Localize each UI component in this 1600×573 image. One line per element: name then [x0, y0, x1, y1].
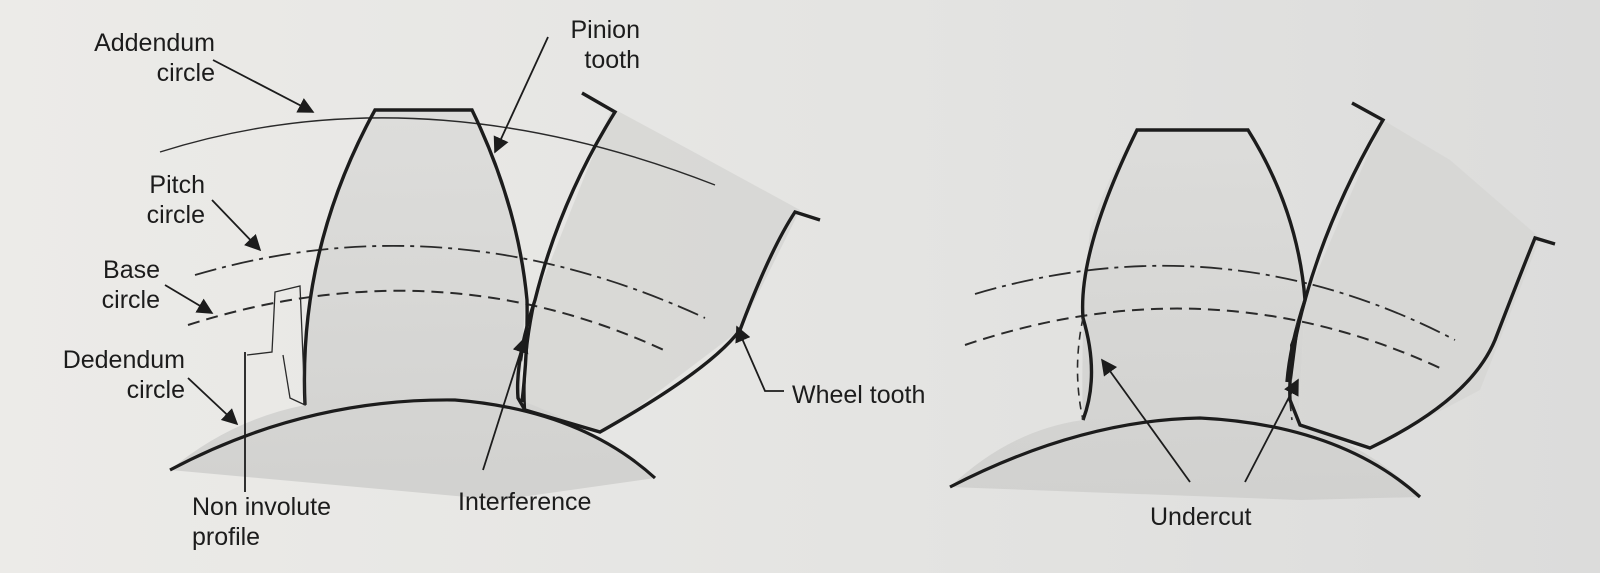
- non-involute-profile-label: Non involute: [192, 493, 331, 521]
- base-circle-label: Base: [103, 256, 160, 284]
- non-involute-profile-label-2: profile: [192, 523, 261, 551]
- pitch-leader: [211, 199, 262, 252]
- pitch-circle-label: Pitch: [149, 171, 205, 199]
- undercut-pitch-circle: [974, 264, 1456, 341]
- interference-leader: [482, 336, 529, 471]
- undercut-figure: [949, 101, 1556, 500]
- undercut-base-circle: [964, 307, 1441, 369]
- dedendum-circle-label: Dedendum: [62, 346, 185, 374]
- dedendum-circle: [169, 398, 657, 480]
- undercut-leader-left: [1101, 358, 1191, 483]
- base-circle-label-2: circle: [101, 286, 160, 314]
- addendum-circle-label: Addendum: [94, 29, 215, 57]
- base-circle: [187, 289, 669, 353]
- addendum-leader: [212, 59, 315, 113]
- undercut-dashed-profile-right: [1288, 319, 1299, 421]
- pinion-tooth-label: Pinion: [570, 16, 641, 44]
- undercut-label: Undercut: [1150, 503, 1252, 531]
- dedendum-leader: [187, 377, 239, 426]
- undercut-dedendum-circle: [949, 416, 1422, 499]
- interference-label: Interference: [458, 488, 592, 516]
- pinion-tooth-leader: [493, 36, 549, 154]
- non-involute-step: [246, 285, 306, 407]
- pitch-circle-label-2: circle: [146, 201, 205, 229]
- undercut-pinion-fill: [950, 130, 1420, 500]
- undercut-leader-right: [1244, 378, 1299, 483]
- base-leader: [164, 284, 214, 314]
- wheel-tooth-inner-edge: [523, 299, 537, 411]
- undercut-dashed-profile: [1076, 317, 1084, 421]
- undercut-wheel-fill: [1298, 120, 1540, 448]
- wheel-tooth-label: Wheel tooth: [792, 381, 926, 409]
- dedendum-circle-label-2: circle: [126, 376, 185, 404]
- wheel-tooth-leader: [735, 325, 784, 392]
- undercut-wheel-outline: [1288, 101, 1556, 450]
- pinion-tooth-label-2: tooth: [584, 46, 640, 74]
- pitch-circle: [194, 244, 706, 319]
- addendum-circle: [159, 117, 716, 186]
- undercut-zone: [1290, 318, 1300, 380]
- wheel-tooth-fill: [520, 108, 800, 432]
- pinion-tooth-fill: [170, 110, 655, 500]
- interference-figure: [159, 36, 821, 500]
- addendum-circle-label-2: circle: [156, 59, 215, 87]
